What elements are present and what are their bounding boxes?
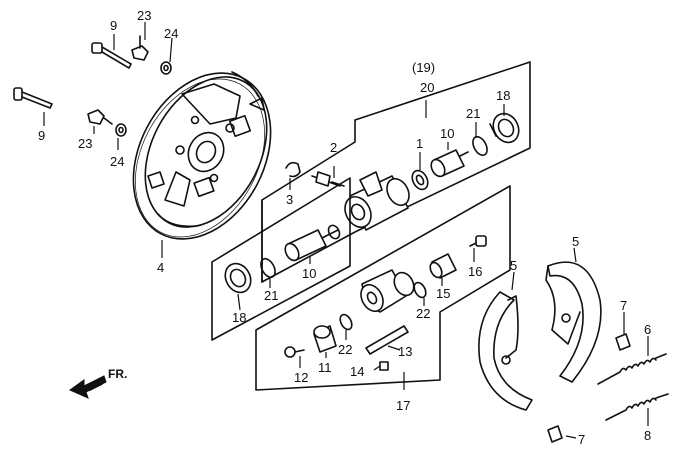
return-spring-8 [605,393,669,421]
callout-1: 1 [416,136,423,151]
bolt-9-top [91,42,132,69]
callout-16: 16 [468,264,482,279]
washer-22-right [413,281,427,299]
nut-24-top [160,61,172,75]
callout-10-top: 10 [440,126,454,141]
pin-7-bottom [547,425,563,443]
wheel-cylinder-lower-group [211,177,351,341]
dust-boot-middle [224,262,252,294]
nut-14 [379,361,389,371]
front-direction-label: FR. [108,367,127,381]
bolt-9-left [13,87,53,109]
return-spring-6 [597,353,667,385]
callout-23-top: 23 [137,8,151,23]
callout-7-top: 7 [620,298,627,313]
adjuster-piston-11 [313,325,337,353]
callout-22-left: 22 [338,342,352,357]
callout-4: 4 [157,260,164,275]
callout-9-left: 9 [38,128,45,143]
spring-ring-upper [472,135,488,157]
callout-20: 20 [420,80,434,95]
adjuster-group [255,185,511,391]
dust-boot-upper [489,112,520,144]
callout-11: 11 [318,360,332,375]
callout-10-middle: 10 [302,266,316,281]
callout-13: 13 [398,344,412,359]
bleeder-screw [311,171,345,187]
callout-18-middle: 18 [232,310,246,325]
callout-5-top: 5 [572,234,579,249]
nut-24-left [115,123,127,137]
callout-24-left: 24 [110,154,124,169]
callout-5-middle: 5 [510,258,517,273]
callout-22-right: 22 [416,306,430,321]
callout-labels: 9 23 24 9 23 24 4 (19) 20 18 21 10 1 2 3… [38,8,651,447]
callout-8: 8 [644,428,651,443]
pin-7-top [615,333,631,351]
bolt-16 [469,235,487,247]
callout-12: 12 [294,370,308,385]
callout-21-middle: 21 [264,288,278,303]
callout-21-top: 21 [466,106,480,121]
screw-12 [284,346,305,358]
piston-cup [411,169,429,191]
callout-18-top: 18 [496,88,510,103]
adjuster-screw-15 [429,253,457,279]
callout-15: 15 [436,286,450,301]
backing-plate [132,71,272,240]
brake-shoe-left [478,291,533,411]
callout-24-top: 24 [164,26,178,41]
brake-shoe-right [545,261,602,383]
callout-7-bottom: 7 [578,432,585,447]
piston-middle [284,224,341,262]
callout-17: 17 [396,398,410,413]
callout-9-top: 9 [110,18,117,33]
front-direction-arrow: FR. [68,367,127,399]
spring-ring-middle [260,257,276,279]
callout-14: 14 [350,364,364,379]
callout-6: 6 [644,322,651,337]
callout-19: (19) [412,60,435,75]
bolt-23-top [131,35,149,61]
washer-22-left [339,313,353,331]
callout-3: 3 [286,192,293,207]
bolt-23-left [87,109,113,125]
callout-23-left: 23 [78,136,92,151]
bleeder-cap [285,161,301,178]
callout-2: 2 [330,140,337,155]
piston-upper [430,149,469,178]
wheel-cylinder-body [344,171,410,231]
leader-lines [43,22,649,439]
adjuster-lever-13 [365,325,409,355]
adjuster-housing [360,269,415,313]
